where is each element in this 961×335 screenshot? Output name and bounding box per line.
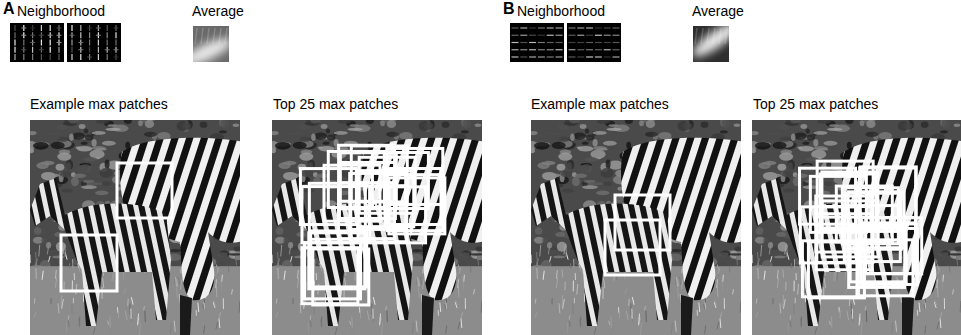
- average-image: [193, 26, 229, 62]
- zebra-photo: [531, 120, 741, 335]
- max-patch-box: [387, 175, 443, 231]
- image-heading: Neighborhood: [517, 3, 605, 19]
- image-heading: Average: [692, 3, 744, 19]
- zebra-photo: [752, 120, 961, 335]
- image-heading: Neighborhood: [17, 3, 105, 19]
- neighborhood-image: [567, 23, 621, 62]
- neighborhood-image: [67, 23, 121, 62]
- max-patch-box: [615, 195, 670, 250]
- image-heading: Example max patches: [30, 96, 168, 112]
- panel-letter: B: [503, 1, 515, 17]
- max-patch-box: [859, 218, 915, 274]
- max-patch-box: [358, 171, 414, 227]
- max-patch-box: [817, 207, 873, 263]
- max-patch-box: [822, 172, 878, 228]
- max-patch-box: [61, 235, 117, 291]
- max-patch-box: [817, 161, 873, 217]
- image-heading: Top 25 max patches: [273, 96, 398, 112]
- neighborhood-image: [510, 23, 564, 62]
- max-patch-box: [861, 228, 917, 284]
- image-heading: Average: [192, 3, 244, 19]
- image-heading: Example max patches: [531, 96, 669, 112]
- max-patch-box: [305, 243, 361, 299]
- panel-letter: A: [3, 1, 15, 17]
- max-patch-box: [848, 192, 904, 248]
- max-patch-box: [605, 220, 660, 275]
- max-patch-box: [117, 163, 172, 218]
- max-patch-box: [311, 231, 367, 287]
- average-image: [693, 26, 729, 62]
- max-patch-box: [810, 176, 866, 232]
- image-heading: Top 25 max patches: [753, 96, 878, 112]
- max-patch-box: [816, 196, 872, 252]
- neighborhood-image: [10, 23, 64, 62]
- zebra-photo: [30, 120, 240, 335]
- zebra-photo: [272, 120, 482, 335]
